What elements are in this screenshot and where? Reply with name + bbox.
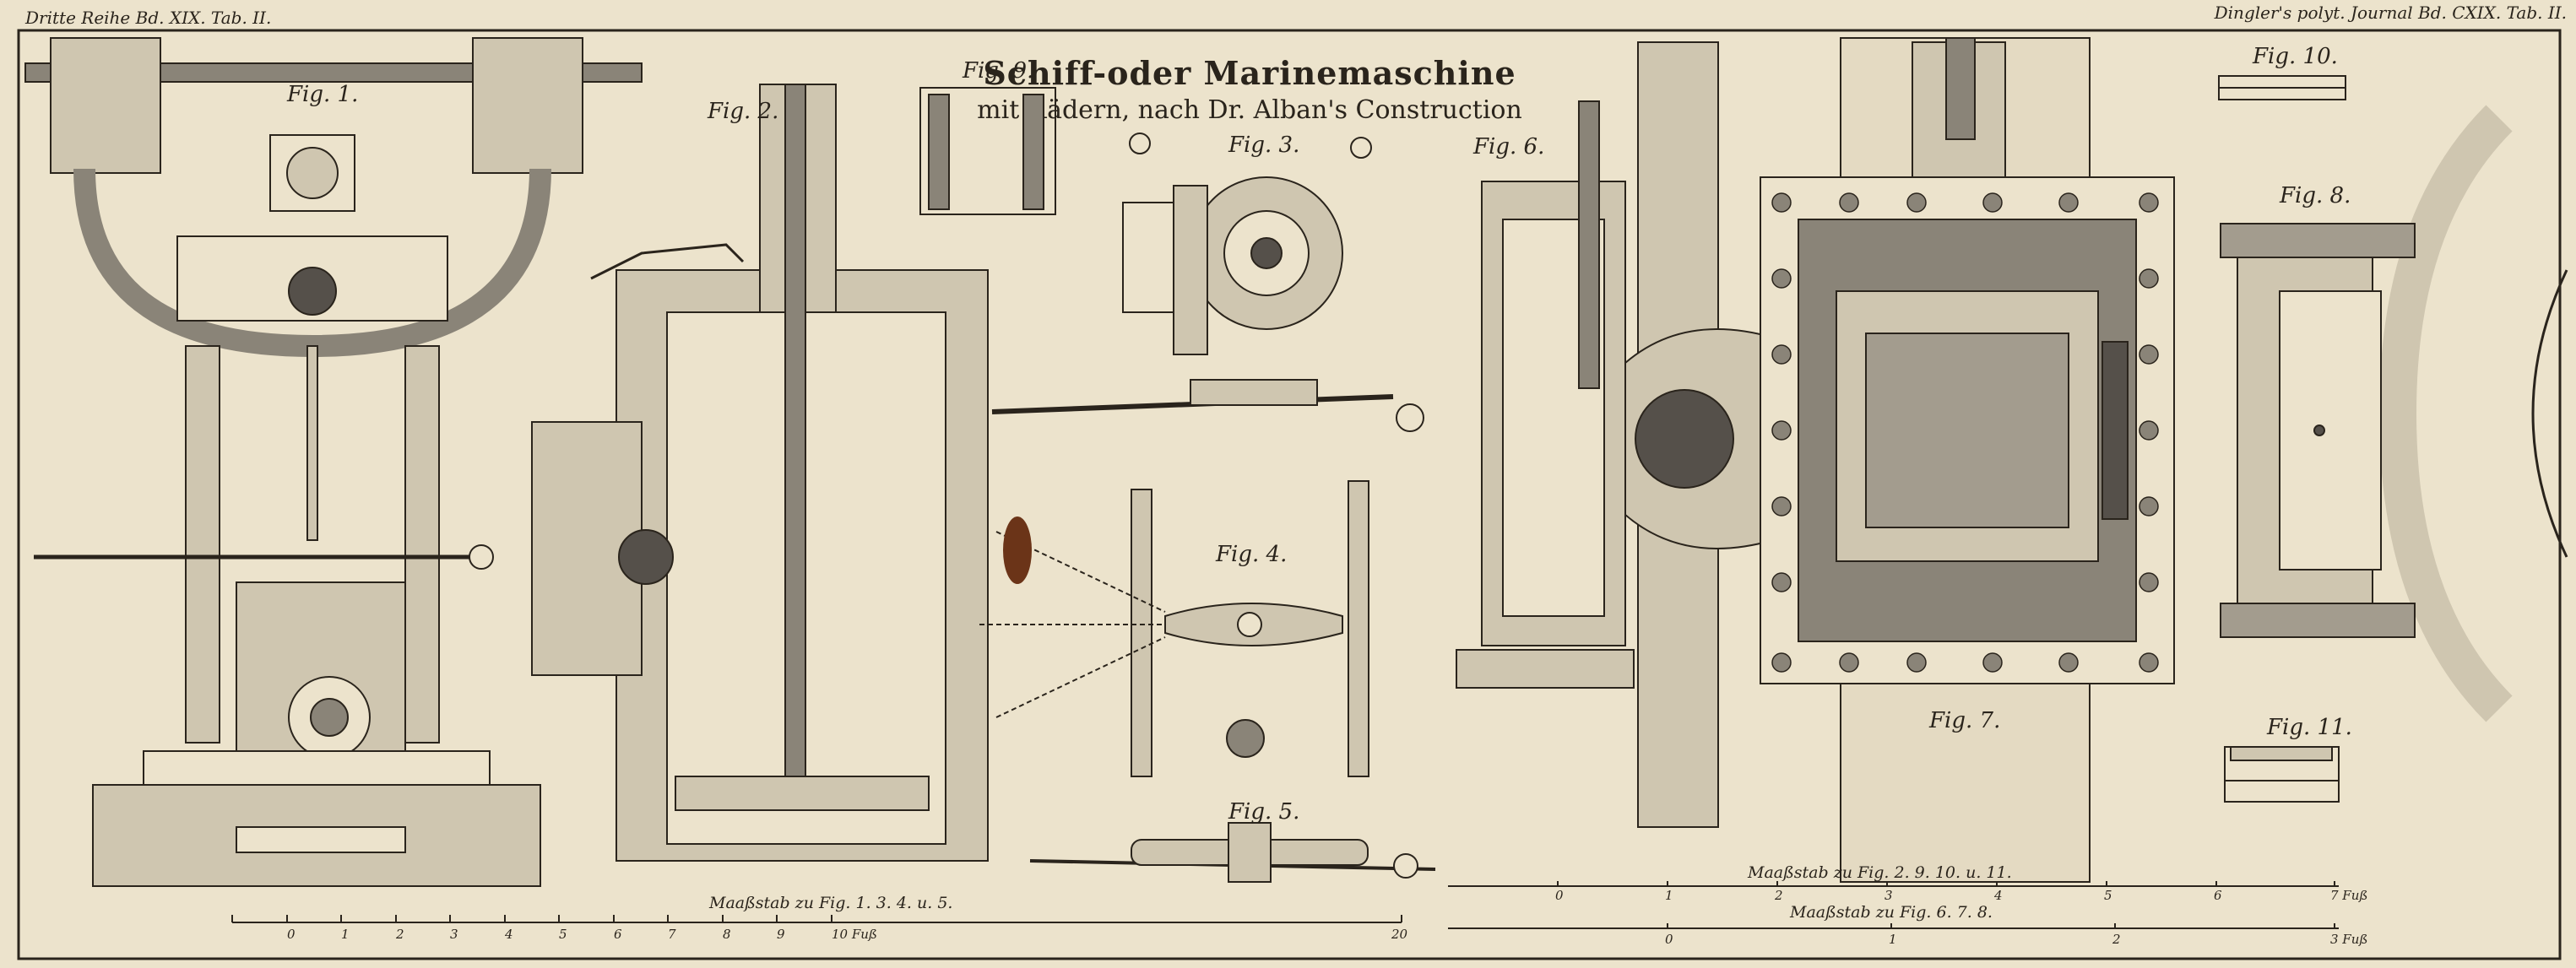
fig9-label: Fig. 9. xyxy=(962,58,1033,84)
fig3-label: Fig. 3. xyxy=(1228,132,1299,158)
fig5-drawing xyxy=(1029,822,1436,883)
scale-right1-tick: 4 xyxy=(1993,888,2003,903)
scale-left-tick: 9 xyxy=(777,927,785,942)
scale-left-bar xyxy=(231,915,1402,923)
scale-right1-tick: 2 xyxy=(1774,888,1783,903)
fig1-label: Fig. 1. xyxy=(286,82,358,107)
fig2-label: Fig. 2. xyxy=(707,99,778,124)
scale-right1-ticks: 0 1 2 3 4 5 6 7 Fuß xyxy=(1555,888,2367,903)
fig10-drawing xyxy=(2218,75,2346,100)
scale-right2-ticks: 0 1 2 3 Fuß xyxy=(1665,932,2367,947)
fig8-label: Fig. 8. xyxy=(2279,183,2351,208)
scale-right2-bar xyxy=(1448,923,2339,929)
fig7-bolt-holes xyxy=(1771,192,2159,673)
fig10-label: Fig. 10. xyxy=(2252,44,2338,69)
scale-right1-tick: 0 xyxy=(1555,888,1564,903)
header-right: Dingler's polyt. Journal Bd. CXIX. Tab. … xyxy=(2214,3,2567,23)
scale-left-tick: 0 xyxy=(287,927,296,942)
scale-left-tick: 20 xyxy=(1391,927,1408,942)
plate-border xyxy=(17,29,2562,960)
scale-right2-tick: 2 xyxy=(2112,932,2121,947)
scale-right1-tick: 6 xyxy=(2214,888,2222,903)
scale-left-tick: 1 xyxy=(341,927,350,942)
scale-left-tick: 10 Fuß xyxy=(832,927,877,942)
fig6-drawing xyxy=(1456,41,1774,828)
fig7-drawing xyxy=(1760,37,2175,883)
fig4-label: Fig. 4. xyxy=(1215,542,1287,567)
scale-right2-tick: 1 xyxy=(1889,932,1897,947)
scale-right2-tick: 3 Fuß xyxy=(2330,932,2367,947)
scale-left-tick: 6 xyxy=(614,927,622,942)
plate-subtitle: mit Rädern, nach Dr. Alban's Constructio… xyxy=(977,95,1522,125)
scale-left-tick: 3 xyxy=(450,927,458,942)
fig8-drawing xyxy=(2220,105,2568,722)
scale-left-tick: 5 xyxy=(559,927,567,942)
header-left: Dritte Reihe Bd. XIX. Tab. II. xyxy=(24,8,271,28)
scale-left-tick: 7 xyxy=(668,927,676,942)
fig2-drawing xyxy=(531,84,989,862)
fig1-drawing xyxy=(24,37,643,887)
fig5-label: Fig. 5. xyxy=(1228,799,1299,825)
ink-stain xyxy=(1003,516,1032,584)
fig6-label: Fig. 6. xyxy=(1472,134,1544,160)
scale-left-tick: 2 xyxy=(395,927,404,942)
scale-right1-tick: 5 xyxy=(2104,888,2112,903)
scale-right2-tick: 0 xyxy=(1665,932,1673,947)
fig4-drawing xyxy=(979,480,1369,777)
fig11-label: Fig. 11. xyxy=(2266,715,2352,740)
scale-right1-label: Maaßstab zu Fig. 2. 9. 10. u. 11. xyxy=(1747,863,2012,882)
plate-title: Schiff-oder Marinemaschine xyxy=(983,54,1516,92)
fig7-label: Fig. 7. xyxy=(1928,708,2000,733)
scale-right1-tick: 1 xyxy=(1665,888,1673,903)
scale-right2-label: Maaßstab zu Fig. 6. 7. 8. xyxy=(1789,903,1993,922)
scale-right1-tick: 7 Fuß xyxy=(2330,888,2367,903)
fig9-drawing xyxy=(919,87,1056,215)
scale-right1-tick: 3 xyxy=(1885,888,1893,903)
scale-right1-bar xyxy=(1448,881,2339,887)
fig11-drawing xyxy=(2224,746,2340,803)
scale-left-tick: 4 xyxy=(504,927,513,942)
scale-left-tick: 8 xyxy=(723,927,731,942)
fig3-drawing xyxy=(991,132,1424,432)
scale-left-label: Maaßstab zu Fig. 1. 3. 4. u. 5. xyxy=(708,894,952,912)
scale-left-ticks: 0 1 2 3 4 5 6 7 8 9 10 Fuß 20 xyxy=(287,927,1408,942)
